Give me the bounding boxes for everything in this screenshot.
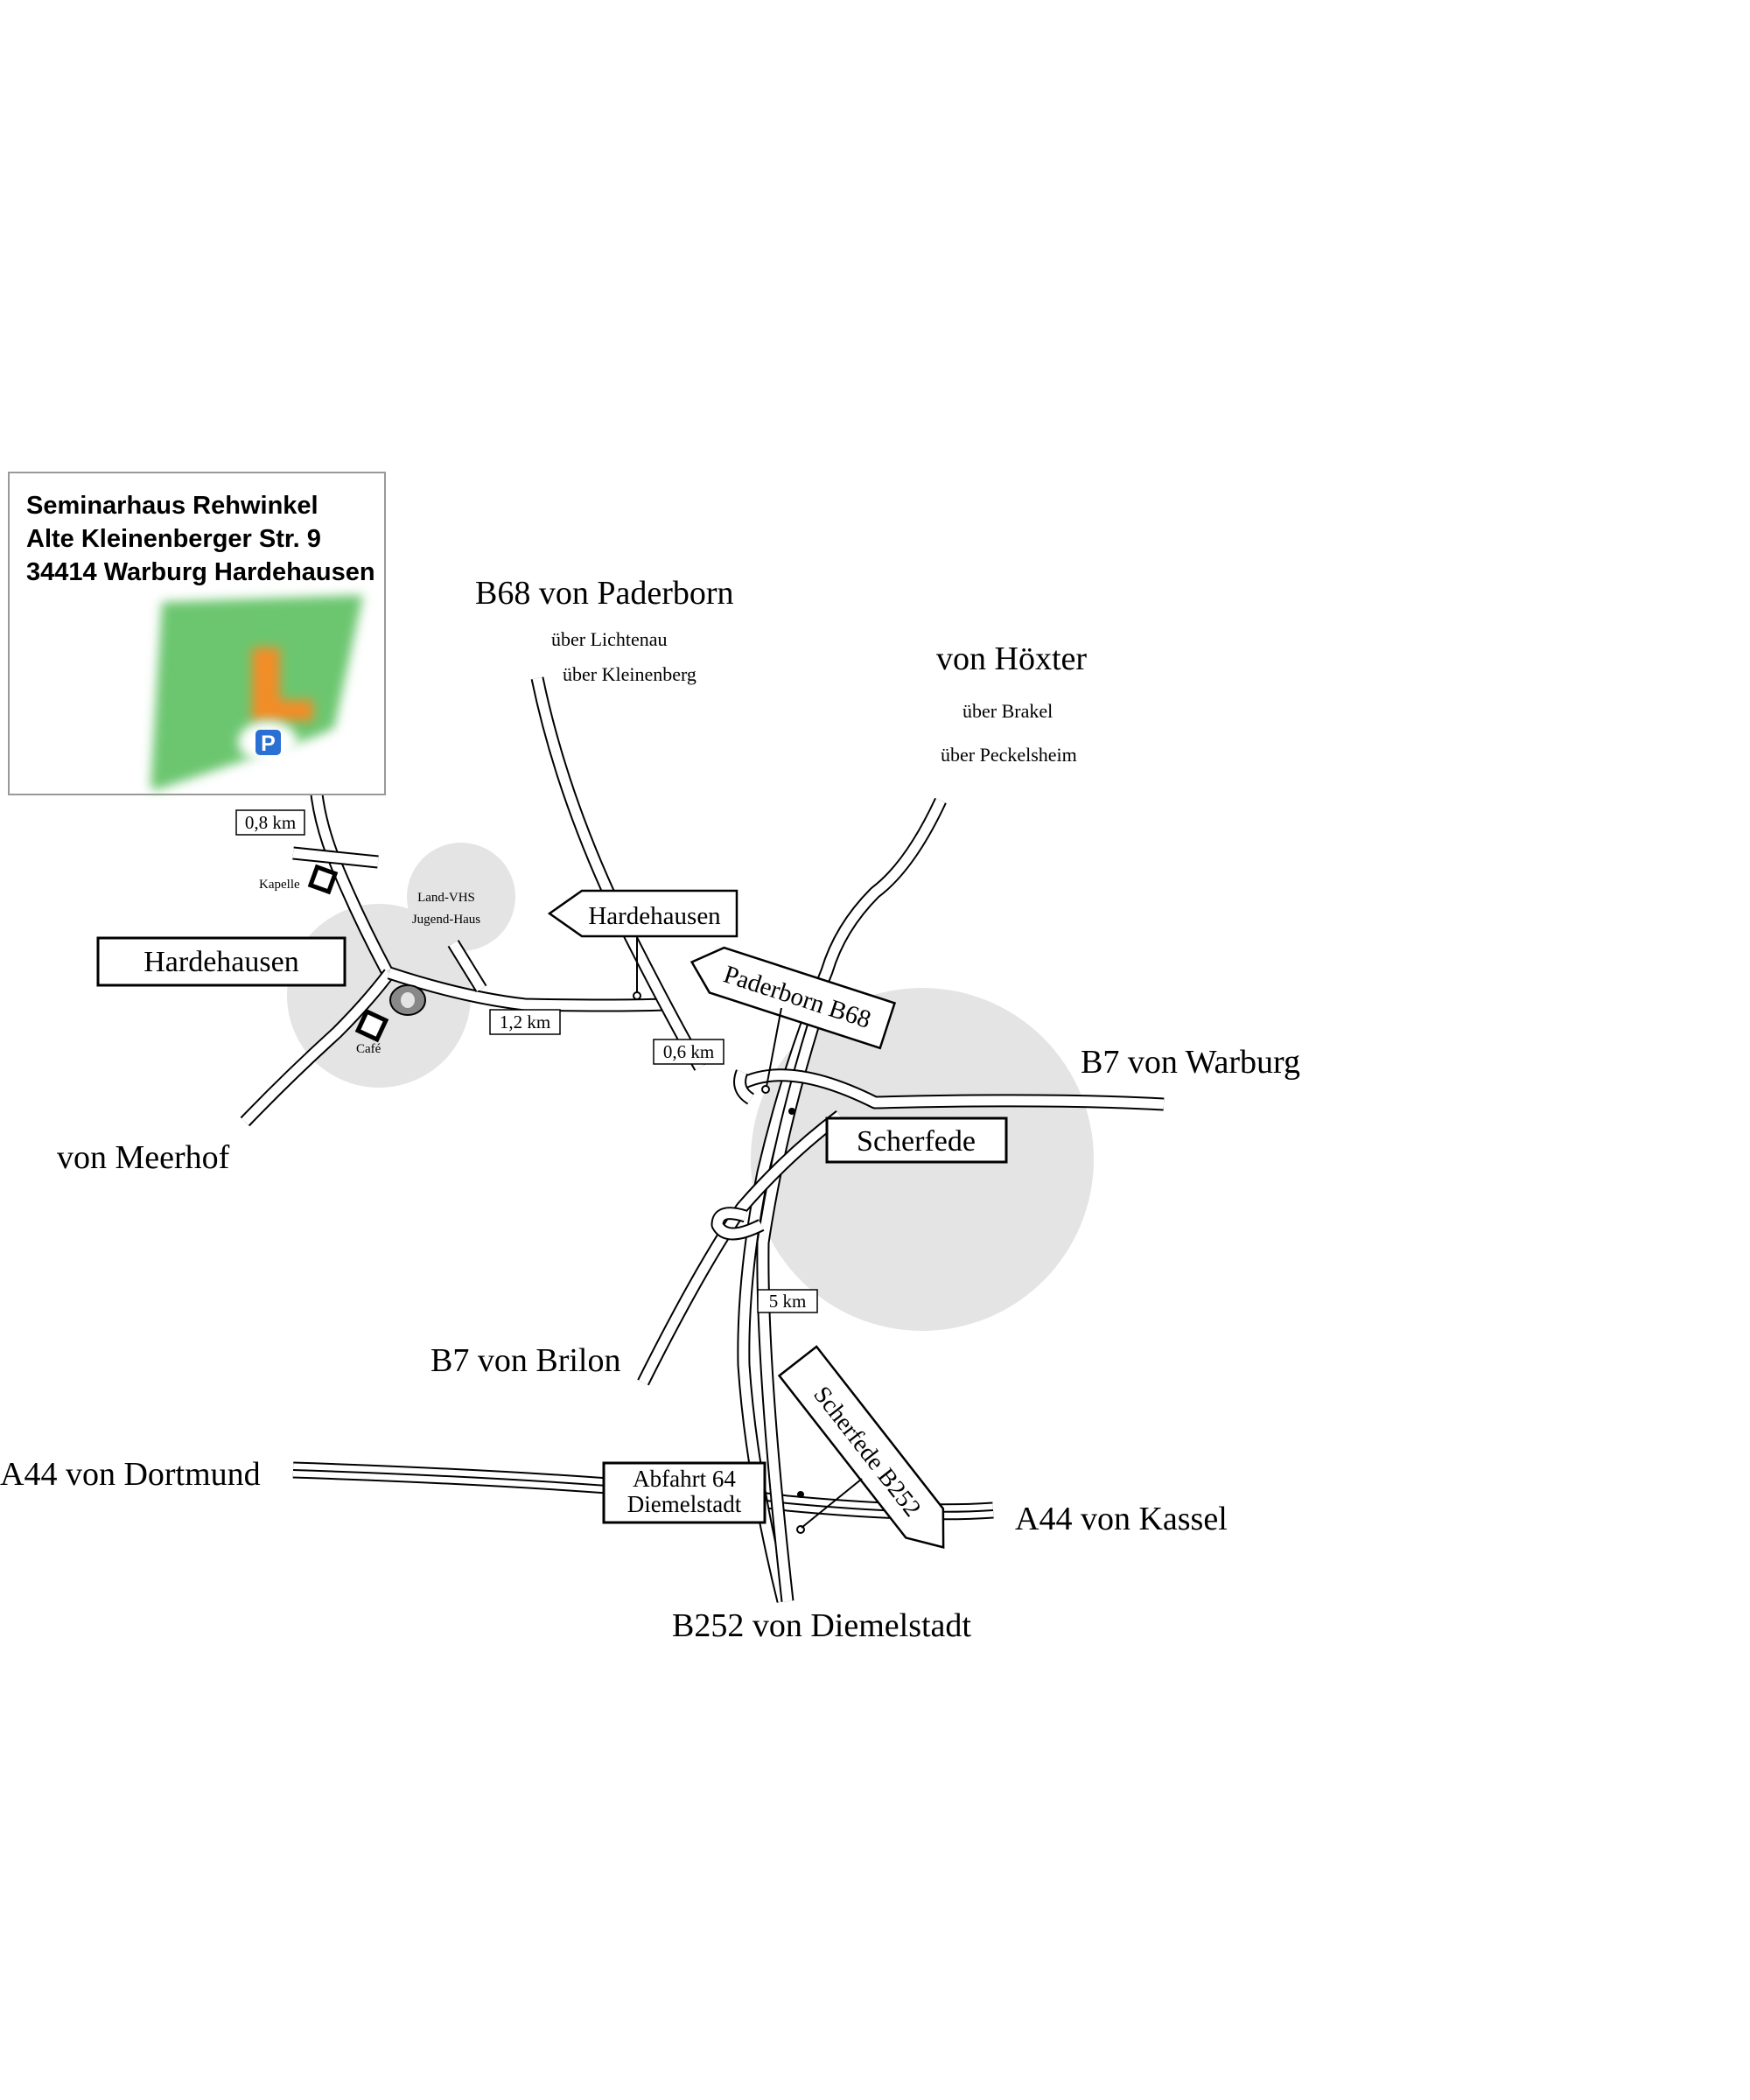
sign-scherfede-b252: Scherfede B252 [777, 1345, 945, 1549]
junction-marker-icon [797, 1491, 804, 1498]
svg-text:0,6 km: 0,6 km [663, 1041, 714, 1062]
label-b7-warburg: B7 von Warburg [1081, 1044, 1300, 1081]
distance-label: 0,6 km [653, 1039, 724, 1065]
sign-connector [766, 1007, 782, 1088]
svg-text:5 km: 5 km [769, 1291, 807, 1312]
sign-paderborn-b68: Paderborn B68 [690, 946, 897, 1050]
svg-text:0,8 km: 0,8 km [245, 812, 296, 833]
address-line1: Seminarhaus Rehwinkel [26, 492, 318, 520]
svg-text:Scherfede: Scherfede [857, 1125, 976, 1158]
sign-connector [801, 1478, 863, 1529]
building-icon [252, 648, 313, 721]
svg-text:Hardehausen: Hardehausen [144, 946, 298, 978]
label-b252-diemelstadt: B252 von Diemelstadt [672, 1607, 971, 1644]
roads [240, 676, 1165, 1603]
svg-text:Hardehausen: Hardehausen [588, 902, 721, 930]
abfahrt-label: Abfahrt 64 Diemelstadt [602, 1461, 766, 1524]
svg-text:P: P [261, 732, 276, 756]
label-ueber-lichtenau: über Lichtenau [551, 628, 668, 650]
label-b68-paderborn: B68 von Paderborn [475, 575, 734, 612]
cafe-icon [354, 1008, 389, 1043]
label-a44-dortmund: A44 von Dortmund [0, 1456, 261, 1493]
junction-marker-icon [633, 991, 641, 1000]
vhs-label-line2: Jugend-Haus [412, 913, 480, 927]
label-meerhof: von Meerhof [57, 1139, 230, 1176]
label-b7-brilon: B7 von Brilon [430, 1342, 620, 1379]
sign-hardehausen: Hardehausen [547, 889, 738, 993]
cafe-label: Café [356, 1042, 382, 1056]
label-ueber-kleinenberg: über Kleinenberg [563, 663, 696, 685]
address-box: P Seminarhaus Rehwinkel Alte Kleinenberg… [8, 472, 386, 795]
hardehausen-town-label: Hardehausen [96, 936, 346, 987]
address-line3: 34414 Warburg Hardehausen [26, 558, 375, 586]
kapelle-label: Kapelle [259, 878, 300, 892]
label-ueber-peckelsheim: über Peckelsheim [941, 744, 1077, 766]
label-a44-kassel: A44 von Kassel [1015, 1501, 1228, 1537]
svg-text:1,2 km: 1,2 km [500, 1012, 550, 1032]
distance-label: 5 km [757, 1289, 818, 1313]
label-hoexter: von Höxter [936, 640, 1087, 677]
scherfede-town-label: Scherfede [825, 1116, 1008, 1164]
vhs-area [407, 843, 515, 951]
vhs-label-line1: Land-VHS [417, 891, 475, 905]
distance-label: 1,2 km [489, 1009, 561, 1035]
svg-text:Diemelstadt: Diemelstadt [627, 1491, 742, 1517]
label-ueber-brakel: über Brakel [962, 700, 1053, 722]
junction-marker-icon [788, 1108, 795, 1115]
address-line2: Alte Kleinenberger Str. 9 [26, 525, 321, 553]
parking-icon: P [256, 730, 281, 756]
junction-marker-icon [761, 1085, 770, 1094]
distance-label: 0,8 km [235, 809, 305, 836]
svg-text:Abfahrt 64: Abfahrt 64 [633, 1466, 736, 1492]
chapel-icon [307, 864, 339, 895]
roundabout-icon [389, 984, 426, 1016]
